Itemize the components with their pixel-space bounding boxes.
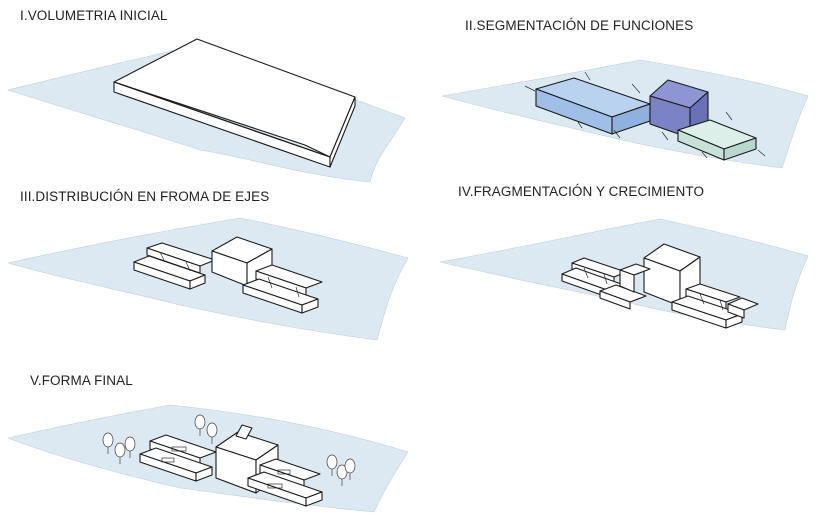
final-form-building: [139, 424, 323, 507]
site-ground: [7, 217, 409, 341]
function-block-blue: [535, 77, 651, 135]
axis-wing-right: [242, 264, 323, 314]
tree-icon: [114, 442, 126, 464]
panel-5-drawing: [6, 404, 409, 513]
panel-title-volumetria-inicial: I.VOLUMETRIA INICIAL: [20, 8, 168, 23]
flow-arrows: [524, 71, 766, 159]
panel-4-drawing: [439, 218, 809, 331]
axis-wing-left: [133, 242, 216, 290]
panel-title-fragmentacion: IV.FRAGMENTACIÓN Y CRECIMIENTO: [458, 184, 705, 199]
tree-icon: [102, 432, 114, 454]
panel-title-segmentacion: II.SEGMENTACIÓN DE FUNCIONES: [465, 18, 694, 33]
initial-volume-block: [113, 38, 356, 168]
fragmented-volumes: [561, 243, 759, 329]
tree-icon: [206, 422, 218, 444]
central-volume: [211, 236, 273, 287]
tree-icon: [344, 458, 356, 480]
panel-1-drawing: [6, 38, 406, 183]
site-ground: [6, 404, 409, 513]
tree-icon: [124, 436, 136, 458]
panel-title-forma-final: V.FORMA FINAL: [30, 373, 133, 388]
tree-icon: [194, 414, 206, 436]
panel-3-drawing: [7, 217, 409, 341]
trees: [102, 414, 356, 486]
panel-2-drawing: [441, 59, 809, 169]
function-block-green: [677, 119, 757, 161]
function-block-purple: [649, 79, 709, 139]
tree-icon: [326, 454, 338, 476]
panel-title-distribucion: III.DISTRIBUCIÓN EN FROMA DE EJES: [20, 189, 270, 204]
